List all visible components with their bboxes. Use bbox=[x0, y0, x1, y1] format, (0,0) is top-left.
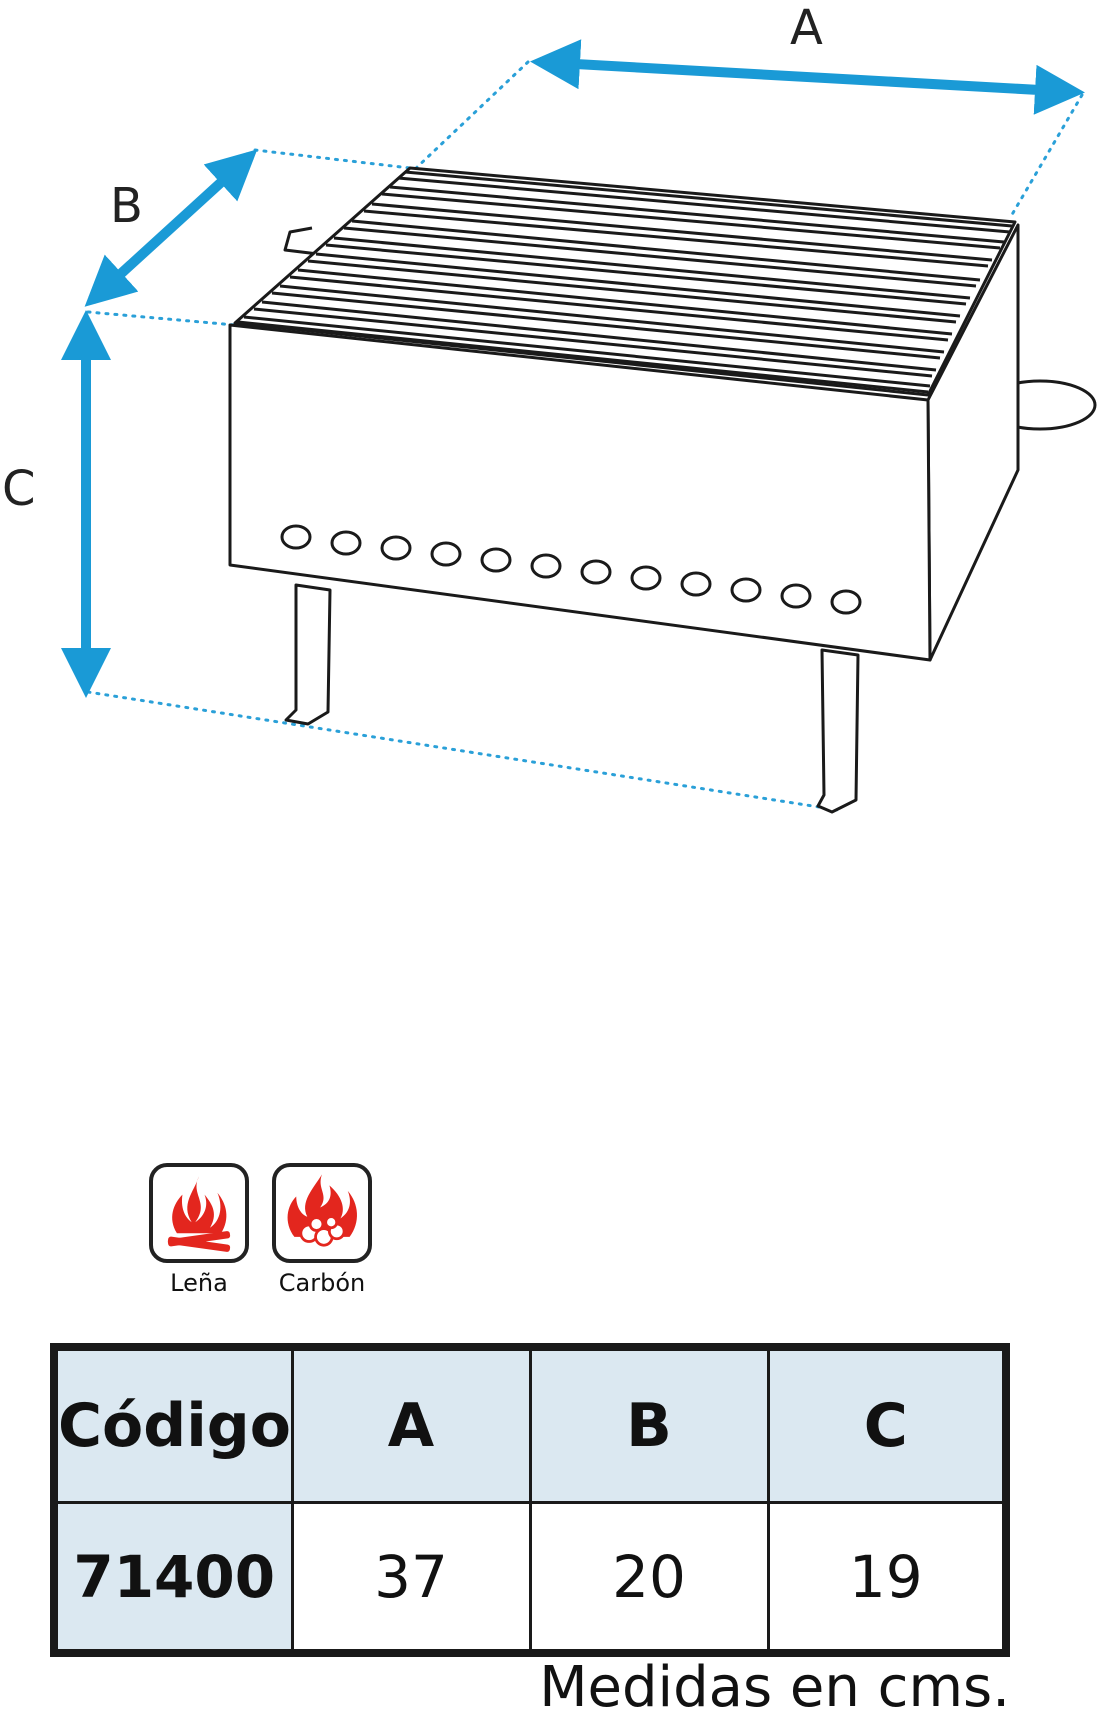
firewood-flame-icon bbox=[149, 1163, 249, 1263]
fuel-label-firewood: Leña bbox=[170, 1269, 228, 1297]
fuel-type-firewood: Leña bbox=[146, 1163, 252, 1297]
barbecue-drawing bbox=[228, 166, 1097, 814]
left-handle bbox=[283, 226, 319, 256]
dimension-arrows bbox=[61, 39, 1085, 698]
header-a: A bbox=[290, 1345, 532, 1504]
units-note: Medidas en cms. bbox=[539, 1655, 1010, 1720]
right-leg bbox=[816, 648, 860, 814]
cell-a: 37 bbox=[290, 1501, 532, 1655]
cell-c: 19 bbox=[766, 1501, 1008, 1655]
arrow-a bbox=[530, 39, 1085, 115]
table-header-row: Código A B C bbox=[52, 1345, 1008, 1504]
dimension-guides bbox=[86, 60, 1084, 812]
fuel-type-charcoal: Carbón bbox=[269, 1163, 375, 1297]
dimensions-table: Código A B C 71400 37 20 19 bbox=[50, 1343, 1010, 1657]
cell-b: 20 bbox=[528, 1501, 770, 1655]
dimension-label-a: A bbox=[790, 0, 823, 56]
header-b: B bbox=[528, 1345, 770, 1504]
left-leg bbox=[284, 583, 332, 726]
table-row: 71400 37 20 19 bbox=[52, 1501, 1008, 1655]
header-code: Código bbox=[52, 1345, 294, 1504]
header-c: C bbox=[766, 1345, 1008, 1504]
arrow-b bbox=[84, 149, 258, 307]
vent-holes bbox=[280, 524, 862, 615]
dimension-label-c: C bbox=[2, 461, 36, 517]
charcoal-flame-icon bbox=[272, 1163, 372, 1263]
grill-bars bbox=[237, 170, 1013, 394]
box-front-face bbox=[228, 323, 932, 662]
barbecue-dimension-diagram: A B C bbox=[2, 0, 1097, 814]
fuel-label-charcoal: Carbón bbox=[278, 1269, 366, 1297]
dimension-label-b: B bbox=[110, 178, 143, 234]
cell-code: 71400 bbox=[52, 1501, 294, 1655]
